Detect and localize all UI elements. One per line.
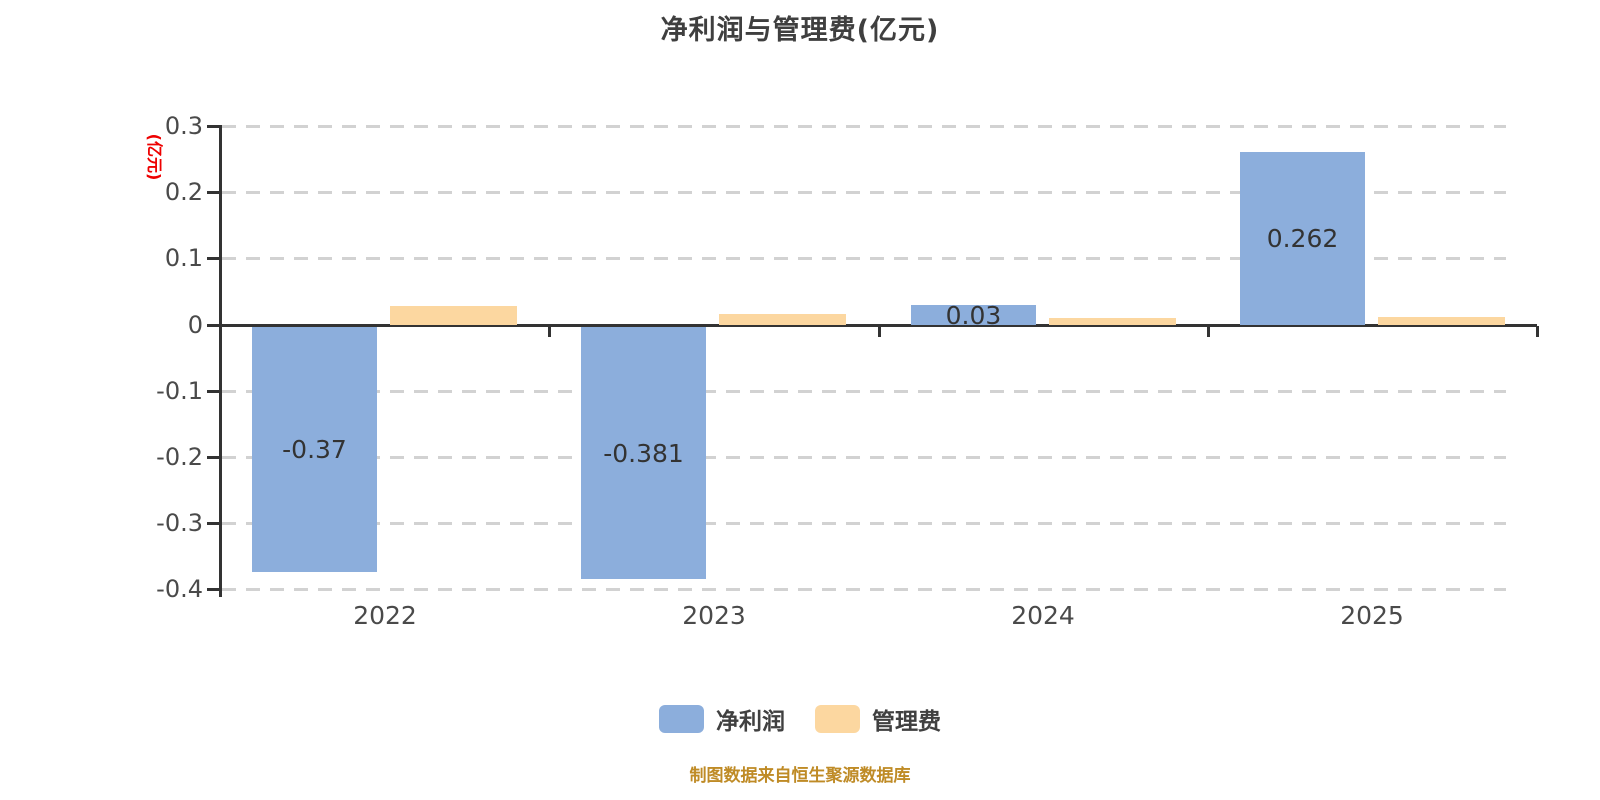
x-axis-tick <box>1536 326 1539 337</box>
y-axis-tick <box>207 522 222 525</box>
y-tick-label: -0.4 <box>156 575 203 603</box>
x-tick-label: 2023 <box>682 601 746 630</box>
y-axis-tick <box>207 125 222 128</box>
y-axis-tick <box>207 456 222 459</box>
gridline <box>222 125 1506 128</box>
y-axis-line <box>219 126 222 597</box>
bar-管理费-2022 <box>390 306 517 325</box>
bar-value-label: 0.262 <box>1266 224 1339 253</box>
y-tick-label: 0.2 <box>164 178 203 206</box>
y-axis-tick <box>207 191 222 194</box>
x-axis-tick <box>878 326 881 337</box>
y-tick-label: -0.2 <box>156 443 203 471</box>
x-tick-label: 2025 <box>1340 601 1404 630</box>
legend-label: 管理费 <box>872 709 941 735</box>
y-axis-tick <box>207 588 222 591</box>
gridline <box>222 456 1506 459</box>
bar-净利润-2023: -0.381 <box>581 327 706 579</box>
x-axis-tick <box>548 326 551 337</box>
x-axis-tick <box>1207 326 1210 337</box>
y-tick-label: 0.3 <box>164 112 203 140</box>
x-axis-tick <box>219 326 222 337</box>
y-axis-tick <box>207 324 222 327</box>
legend-item: 净利润 <box>659 702 785 736</box>
source-note: 制图数据来自恒生聚源数据库 <box>689 766 911 786</box>
bar-value-label: 0.03 <box>945 300 1002 330</box>
y-tick-label: 0.1 <box>164 244 203 272</box>
gridline <box>222 588 1506 591</box>
legend-swatch <box>815 705 860 733</box>
y-axis-tick <box>207 257 222 260</box>
gridline <box>222 390 1506 393</box>
y-tick-label: 0 <box>187 311 203 339</box>
gridline <box>222 257 1506 260</box>
x-axis-zero-line <box>220 324 1537 327</box>
legend: 净利润 管理费 <box>0 702 1600 736</box>
gridline <box>222 522 1506 525</box>
bar-净利润-2022: -0.37 <box>252 327 377 572</box>
y-tick-label: -0.1 <box>156 377 203 405</box>
bar-管理费-2023 <box>719 314 846 325</box>
chart-title: 净利润与管理费(亿元) <box>660 15 940 46</box>
bar-净利润-2024: 0.03 <box>911 300 1036 330</box>
y-axis-tick <box>207 390 222 393</box>
bar-管理费-2025 <box>1378 317 1505 325</box>
bar-管理费-2024 <box>1049 318 1176 325</box>
x-tick-label: 2024 <box>1011 601 1075 630</box>
gridline <box>222 191 1506 194</box>
y-tick-label: -0.3 <box>156 509 203 537</box>
legend-label: 净利润 <box>716 709 785 735</box>
bar-value-label: -0.37 <box>282 435 347 464</box>
legend-swatch <box>659 705 704 733</box>
bar-value-label: -0.381 <box>603 438 684 468</box>
plot-area: 0.3 0.2 0.1 0 -0.1 -0.2 -0.3 -0.4 2022 2023 2024 20… <box>156 112 1539 630</box>
x-tick-label: 2022 <box>353 601 417 630</box>
legend-item: 管理费 <box>815 702 941 736</box>
bar-净利润-2025: 0.262 <box>1240 152 1365 325</box>
